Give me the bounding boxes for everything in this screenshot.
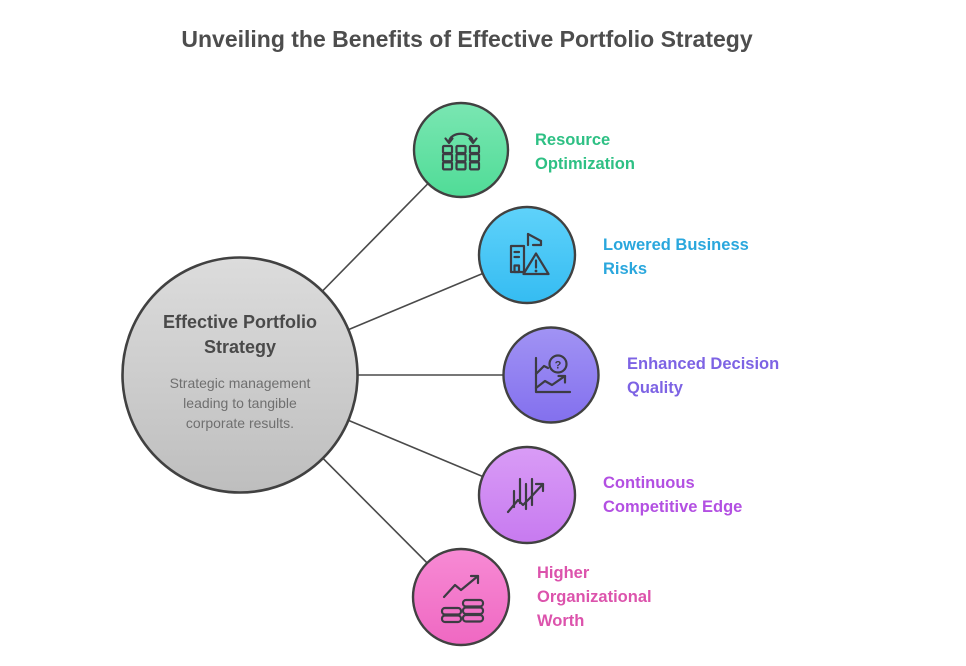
node-circle-higher-organizational-worth	[411, 547, 511, 647]
label-resource-optimization: Resource Optimization	[535, 128, 635, 176]
candlestick-arrow-icon	[506, 477, 545, 514]
center-subtitle-line: corporate results.	[185, 415, 295, 431]
label-line: Continuous	[603, 474, 695, 492]
label-continuous-competitive-edge: Continuous Competitive Edge	[603, 471, 742, 519]
building-warning-icon	[509, 232, 550, 276]
page-title: Unveiling the Benefits of Effective Port…	[181, 26, 753, 52]
center-node-title: Effective Portfolio Strategy	[125, 310, 355, 360]
resource-allocation-icon	[441, 132, 481, 171]
center-title-line: Effective Portfolio	[162, 312, 318, 332]
label-line: Lowered Business	[603, 236, 749, 254]
label-enhanced-decision-quality: Enhanced Decision Quality	[627, 352, 779, 400]
label-lowered-business-risks: Lowered Business Risks	[603, 233, 749, 281]
node-circle-resource-optimization	[412, 101, 510, 199]
svg-text:?: ?	[555, 360, 562, 372]
label-line: Quality	[627, 379, 683, 397]
center-circle	[121, 256, 359, 494]
center-node-text: Effective Portfolio Strategy Strategic m…	[125, 310, 355, 433]
center-title-line: Strategy	[203, 337, 277, 357]
label-line: Optimization	[535, 155, 635, 173]
label-line: Higher	[537, 564, 590, 582]
coins-growth-icon	[440, 574, 485, 624]
label-higher-organizational-worth: Higher Organizational Worth	[537, 561, 652, 633]
node-circle-enhanced-decision-quality	[502, 326, 600, 424]
label-line: Competitive Edge	[603, 498, 743, 516]
label-line: Worth	[537, 612, 585, 630]
chart-question-icon: ?	[534, 354, 572, 394]
label-line: Risks	[603, 260, 648, 278]
label-line: Resource	[535, 131, 611, 149]
label-line: Organizational	[537, 588, 652, 606]
center-node-subtitle: Strategic management leading to tangible…	[125, 373, 355, 433]
center-subtitle-line: leading to tangible	[183, 395, 297, 411]
label-line: Enhanced Decision	[627, 355, 780, 373]
node-circle-lowered-business-risks	[477, 205, 577, 305]
center-subtitle-line: Strategic management	[169, 375, 311, 391]
